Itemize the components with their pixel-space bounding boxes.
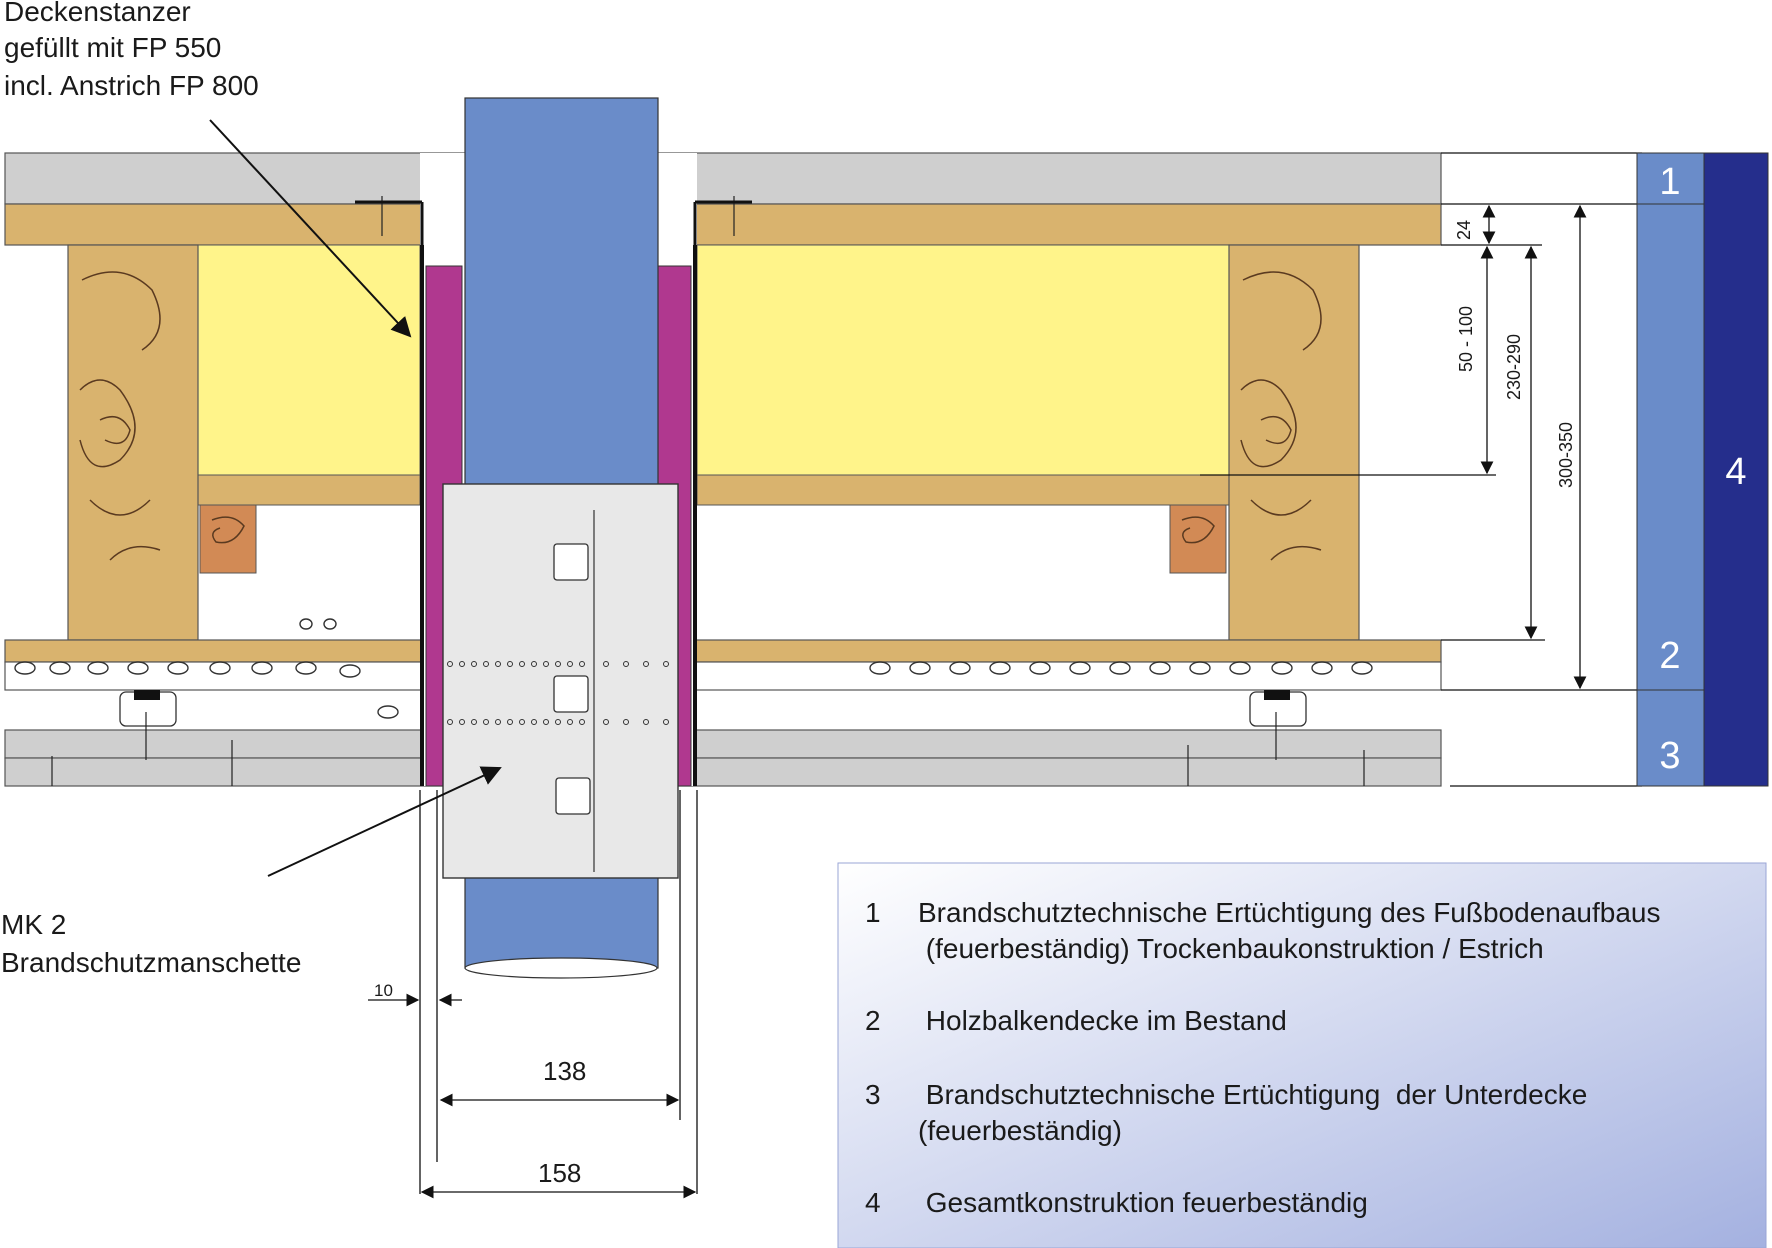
label-mk2-line-1: MK 2 <box>1 909 66 940</box>
marker-3-label: 3 <box>1659 735 1680 777</box>
collar-holes <box>447 661 669 725</box>
dim-158: 158 <box>538 1158 581 1188</box>
label-deckenstanzer-line-2: gefüllt mit FP 550 <box>4 32 221 63</box>
insulation-strip-right <box>696 474 1230 506</box>
label-deckenstanzer-line-1: Deckenstanzer <box>4 0 191 27</box>
marker-2-box <box>1636 203 1705 691</box>
dimension-lines <box>1200 152 1642 787</box>
label-deckenstanzer: Deckenstanzer gefüllt mit FP 550 incl. A… <box>4 0 259 101</box>
legend-3-num: 3 <box>865 1079 881 1110</box>
insulation-left <box>197 244 421 476</box>
dim-230-290: 230-290 <box>1504 334 1524 400</box>
legend: 1 Brandschutztechnische Ertüchtigung des… <box>865 897 1660 1218</box>
perforation-holes <box>14 618 1373 719</box>
batten-right <box>1169 504 1227 574</box>
legend-3-line-1: Brandschutztechnische Ertüchtigung der U… <box>918 1079 1587 1110</box>
dim-50-100: 50 - 100 <box>1456 306 1476 372</box>
legend-2-line-1: Holzbalkendecke im Bestand <box>918 1005 1287 1036</box>
label-deckenstanzer-line-3: incl. Anstrich FP 800 <box>4 70 259 101</box>
dim-10: 10 <box>374 981 393 1000</box>
marker-4-label: 4 <box>1725 451 1746 493</box>
legend-3-line-2: (feuerbeständig) <box>918 1115 1122 1146</box>
floor-board-top <box>4 203 1442 246</box>
marker-3-box <box>1636 689 1705 787</box>
legend-2-num: 2 <box>865 1005 881 1036</box>
dim-24: 24 <box>1454 220 1474 240</box>
legend-1-line-1: Brandschutztechnische Ertüchtigung des F… <box>918 897 1660 928</box>
screed-layer <box>4 152 1442 205</box>
marker-4-box <box>1703 152 1769 787</box>
pipe-end <box>464 957 658 979</box>
beam-left <box>67 244 199 641</box>
beam-right <box>1228 244 1360 641</box>
marker-1-box <box>1636 152 1705 205</box>
perforated-layer <box>4 661 1442 691</box>
legend-box <box>837 862 1767 1248</box>
legend-1-num: 1 <box>865 897 881 928</box>
insulation-right <box>696 244 1230 476</box>
dim-300-350: 300-350 <box>1556 422 1576 488</box>
ceiling-board <box>4 639 1442 663</box>
insulation-strip-left <box>197 474 421 506</box>
ceiling-hanger-left <box>119 690 177 727</box>
dim-138: 138 <box>543 1056 586 1086</box>
drywall-lower <box>4 757 1442 787</box>
legend-4-num: 4 <box>865 1187 881 1218</box>
horizontal-dimensions <box>368 790 698 1199</box>
marker-1-label: 1 <box>1659 161 1680 203</box>
marker-2-label: 2 <box>1659 635 1680 677</box>
batten-left <box>199 504 257 574</box>
label-mk2: MK 2 Brandschutzmanschette <box>1 909 301 978</box>
legend-4-line-1: Gesamtkonstruktion feuerbeständig <box>918 1187 1368 1218</box>
label-mk2-line-2: Brandschutzmanschette <box>1 947 301 978</box>
ceiling-hanger-right <box>1249 690 1307 727</box>
drywall-upper <box>4 729 1442 759</box>
legend-1-line-2: (feuerbeständig) Trockenbaukonstruktion … <box>918 933 1544 964</box>
